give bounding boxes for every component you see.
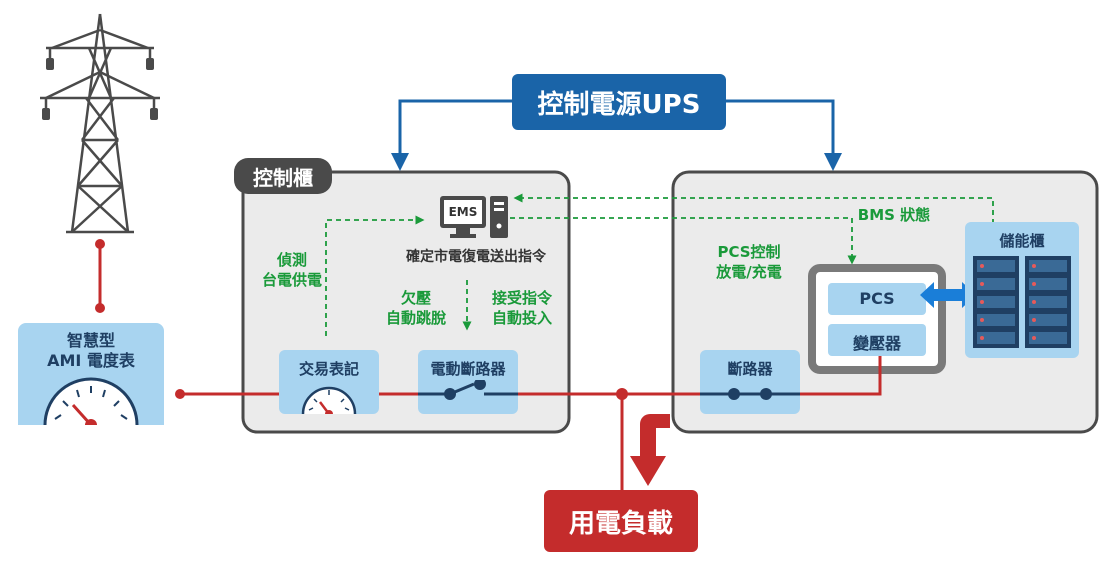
- main-power-line: [180, 342, 882, 396]
- breaker-switch-icon: [700, 388, 800, 400]
- junction-dot: [95, 303, 105, 313]
- ami-meter-box: 智慧型 AMI 電度表: [18, 323, 164, 425]
- motor-breaker-label: 電動斷路器: [430, 360, 506, 378]
- power-load-label: 用電負載: [568, 508, 673, 539]
- load-down-arrow-icon: [630, 414, 670, 486]
- bidirectional-arrow-icon: [920, 282, 976, 308]
- pcs-control-line: [510, 217, 857, 265]
- ems-computer-icon: [440, 196, 508, 238]
- ups-line-storage: [726, 99, 842, 171]
- meter-gauge-icon: [301, 386, 357, 414]
- storage-cabinet-box: 儲能櫃: [965, 222, 1079, 358]
- transformer-box: 變壓器: [828, 324, 926, 356]
- bms-status-annotation: BMS 狀態: [857, 206, 931, 224]
- junction-dot: [175, 389, 185, 399]
- ups-line-control-cabinet: [391, 99, 512, 171]
- accept-annotation: 接受指令 自動投入: [491, 289, 552, 327]
- power-load: 用電負載: [544, 490, 698, 552]
- ems-caption: 確定市電復電送出指令: [406, 249, 546, 265]
- bms-status-line: [513, 193, 994, 224]
- breaker-box: 斷路器: [700, 350, 800, 414]
- meter-gauge-icon: [43, 377, 139, 425]
- junction-dot: [95, 239, 105, 249]
- trade-meter-box: 交易表記: [279, 350, 379, 414]
- breaker-switch-icon: [418, 380, 518, 400]
- pcs-label: PCS: [859, 289, 895, 308]
- trade-meter-label: 交易表記: [298, 360, 359, 378]
- storage-cabinet-label: 儲能櫃: [999, 232, 1045, 250]
- pcs-control-annotation: PCS控制 放電/充電: [716, 243, 782, 281]
- detect-annotation: 偵測 台電供電: [262, 251, 323, 289]
- transmission-tower-icon: [40, 13, 160, 234]
- control-cabinet-label: 控制櫃: [253, 165, 313, 190]
- battery-rack-icon: [973, 256, 1071, 348]
- insulator-icon: [42, 58, 158, 120]
- control-cabinet-tag: 控制櫃: [234, 158, 332, 194]
- control-power-ups: 控制電源UPS: [512, 74, 726, 130]
- ami-meter-label: 智慧型 AMI 電度表: [47, 331, 135, 370]
- undervoltage-annotation: 欠壓 自動跳脫: [385, 289, 446, 327]
- pcs-box: PCS: [828, 283, 926, 315]
- ems-label: EMS: [448, 205, 478, 219]
- detect-signal-line: [325, 215, 425, 336]
- motor-breaker-box: 電動斷路器: [418, 350, 518, 414]
- ups-label: 控制電源UPS: [537, 89, 701, 120]
- transformer-label: 變壓器: [852, 334, 901, 353]
- breaker-label: 斷路器: [727, 360, 773, 378]
